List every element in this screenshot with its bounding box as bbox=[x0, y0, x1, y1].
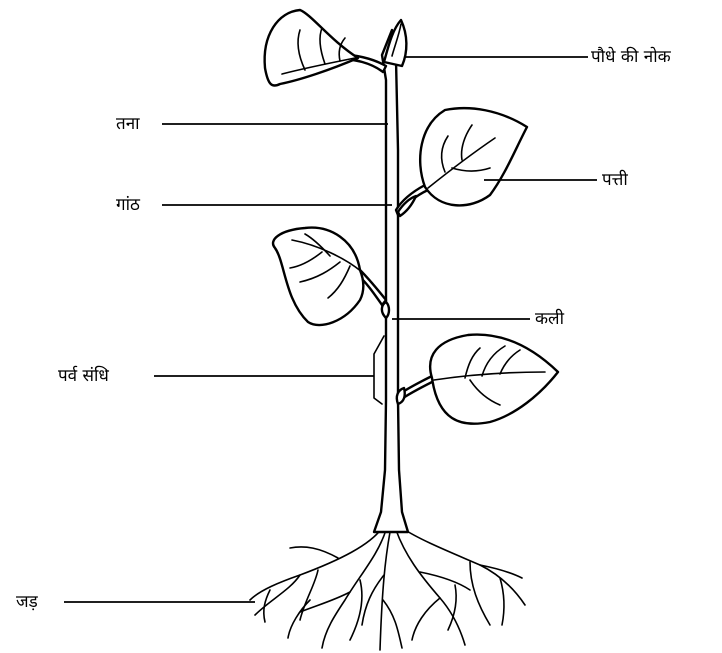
label-internode: पर्व संधि bbox=[58, 366, 109, 386]
leaf-top-left bbox=[265, 10, 386, 86]
label-node: गांठ bbox=[116, 195, 140, 215]
label-bud: कली bbox=[535, 309, 564, 329]
leaf-left-middle bbox=[273, 228, 386, 325]
main-stem bbox=[374, 30, 408, 532]
root-system bbox=[250, 528, 525, 650]
label-root: जड़ bbox=[16, 592, 38, 612]
label-stem: तना bbox=[116, 114, 140, 134]
internode-bracket bbox=[374, 336, 384, 404]
label-tip: पौधे की नोक bbox=[591, 47, 671, 67]
leaf-right-lower bbox=[398, 335, 558, 424]
axil-bud-middle bbox=[382, 302, 389, 318]
label-leaf: पत्ती bbox=[602, 170, 628, 190]
